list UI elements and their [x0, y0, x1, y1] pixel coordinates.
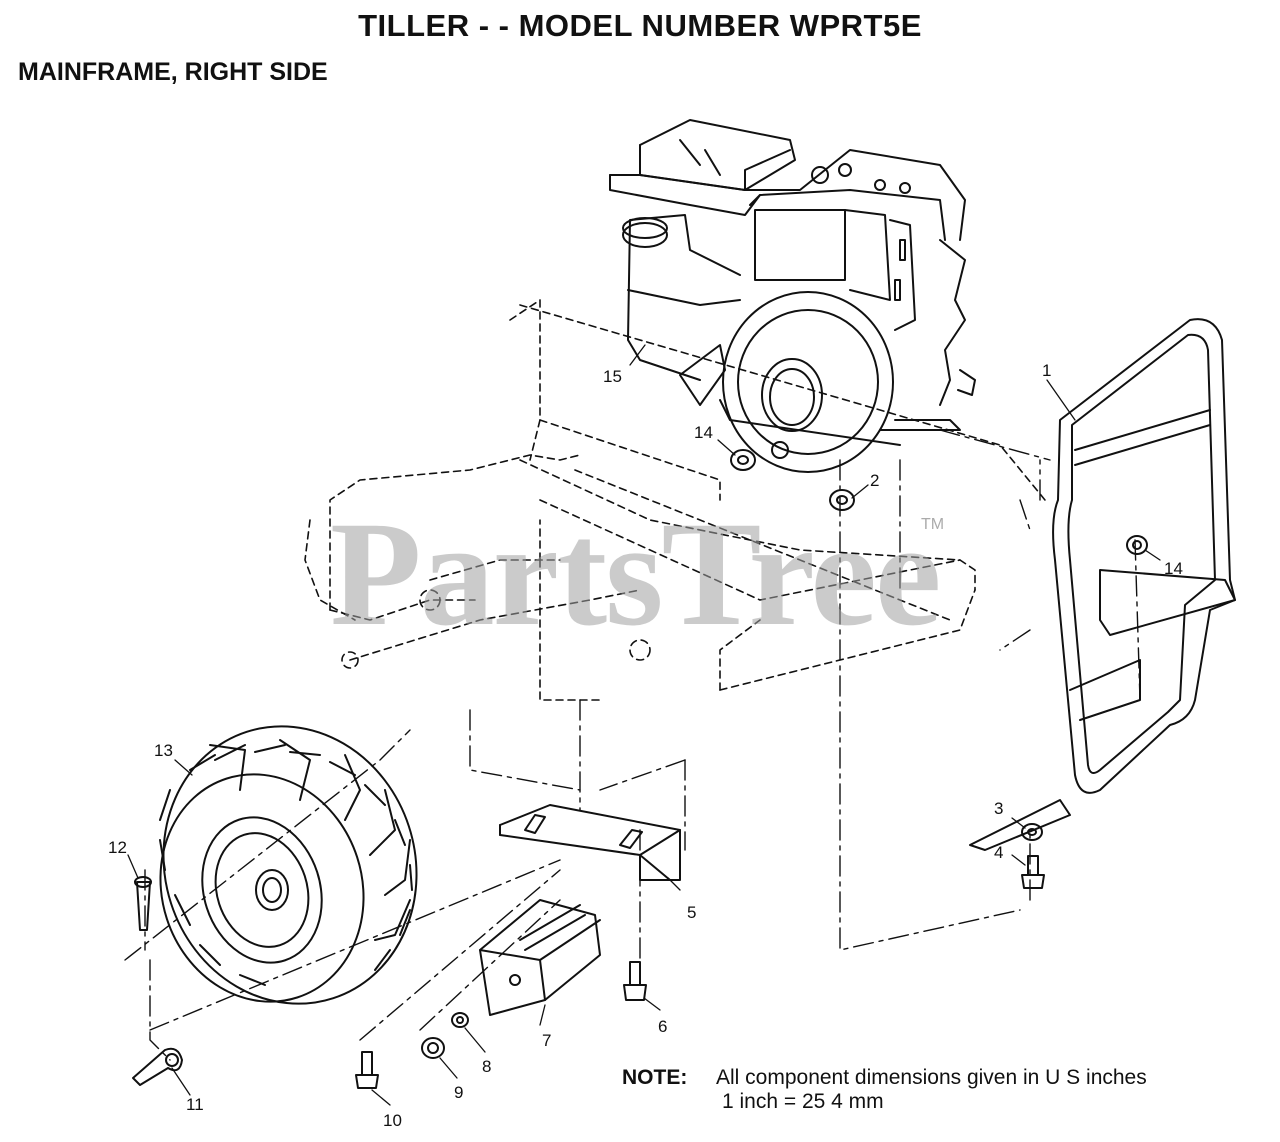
- note-line-1: All component dimensions given in U S in…: [716, 1066, 1147, 1089]
- engine-part[interactable]: [609, 119, 976, 473]
- hairpin-clip-part[interactable]: [132, 1047, 183, 1086]
- washer-part-3[interactable]: [1021, 823, 1043, 841]
- mainframe-dashed-outline: [304, 299, 1046, 701]
- callout-2: 2: [870, 471, 879, 490]
- flange-nut-part-14a[interactable]: [730, 449, 756, 471]
- bumper-guard-part[interactable]: [969, 318, 1236, 851]
- nut-part-9[interactable]: [421, 1037, 445, 1059]
- callout-13: 13: [154, 741, 173, 760]
- callout-6: 6: [658, 1017, 667, 1036]
- note-label: NOTE:: [622, 1066, 688, 1089]
- callout-3: 3: [994, 799, 1003, 818]
- callout-9: 9: [454, 1083, 463, 1102]
- nut-part-2[interactable]: [829, 489, 855, 511]
- callout-1: 1: [1042, 361, 1051, 380]
- weight-part[interactable]: [479, 899, 601, 1016]
- lockwasher-part-8[interactable]: [451, 1012, 469, 1028]
- bolt-part-4[interactable]: [1021, 855, 1045, 889]
- callout-12: 12: [108, 838, 127, 857]
- bolt-part-6[interactable]: [623, 961, 647, 1001]
- callout-11: 11: [186, 1095, 204, 1114]
- dimension-note: NOTE: All component dimensions given in U…: [622, 1066, 1147, 1114]
- watermark-logo: PartsTree: [330, 491, 941, 657]
- flange-nut-part-14b[interactable]: [1126, 535, 1148, 555]
- clevis-pin-part[interactable]: [134, 876, 152, 931]
- diagram-title: TILLER - - MODEL NUMBER WPRT5E: [358, 8, 922, 43]
- callout-15: 15: [603, 367, 622, 386]
- callout-5: 5: [687, 903, 696, 922]
- bolt-part-10[interactable]: [355, 1051, 379, 1089]
- assembly-guide-lines: [124, 429, 1141, 1061]
- callout-4: 4: [994, 843, 1003, 862]
- callout-10: 10: [383, 1111, 402, 1130]
- bracket-part[interactable]: [499, 804, 681, 881]
- tire-wheel-part[interactable]: [128, 693, 452, 1037]
- callout-leader-lines: [127, 344, 1161, 1106]
- callout-14a: 14: [694, 423, 713, 442]
- callout-8: 8: [482, 1057, 491, 1076]
- note-line-2: 1 inch = 25 4 mm: [722, 1090, 884, 1113]
- diagram-subtitle: MAINFRAME, RIGHT SIDE: [18, 58, 328, 86]
- callout-14b: 14: [1164, 559, 1183, 578]
- callout-7: 7: [542, 1031, 551, 1050]
- watermark-trademark: TM: [921, 516, 945, 533]
